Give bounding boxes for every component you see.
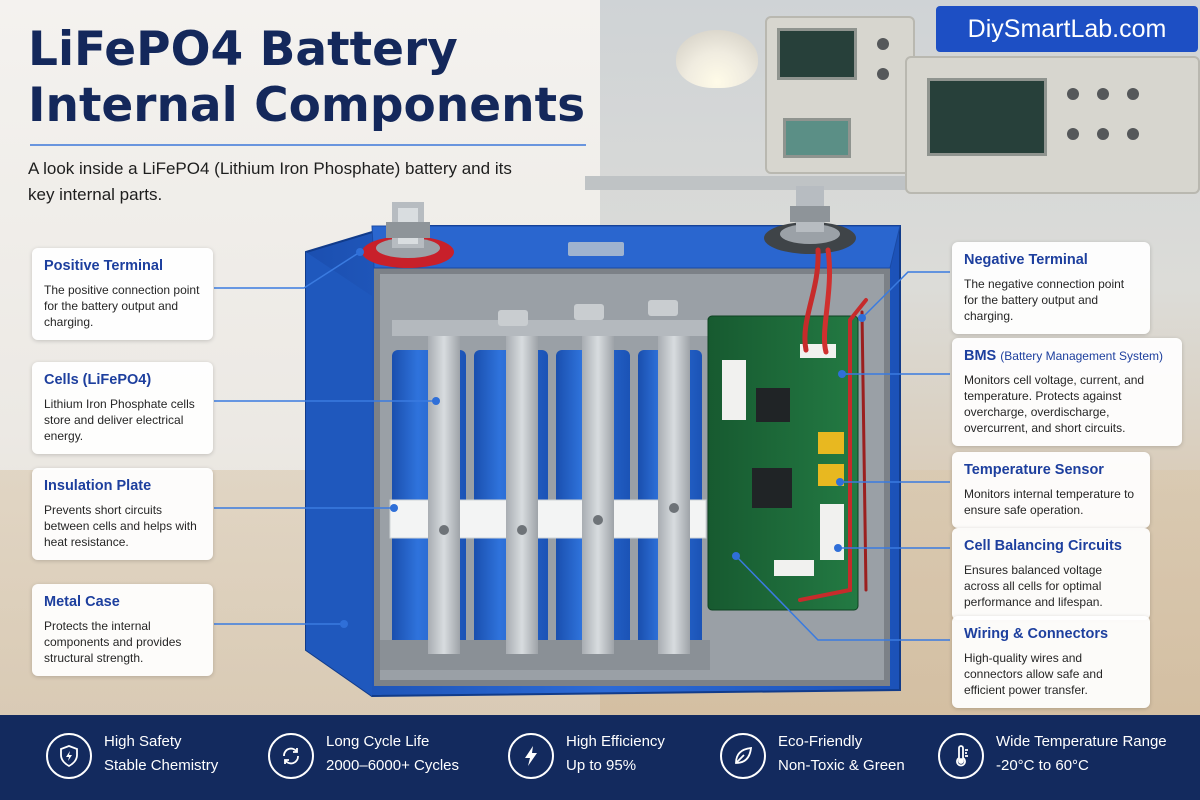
callout-title: BMS (Battery Management System) [964, 348, 1170, 364]
bms-title: BMS [964, 348, 997, 364]
callout-title: Metal Case [44, 594, 120, 610]
callout-text: Monitors internal temperature to ensure … [964, 487, 1135, 517]
page-title: LiFePO4 Battery Internal Components [28, 22, 608, 134]
title-divider [30, 144, 586, 146]
oscilloscope-right [905, 56, 1200, 194]
callout-title: Positive Terminal [44, 258, 163, 274]
feature-title: High Efficiency [566, 733, 665, 750]
callout-title: Temperature Sensor [964, 462, 1104, 478]
callout-metal-case: Metal Case Protects the internal compone… [32, 584, 213, 676]
feature-title: Long Cycle Life [326, 733, 430, 750]
callout-text: The positive connection point for the ba… [44, 283, 200, 329]
feature-detail: -20°C to 60°C [996, 757, 1089, 774]
callout-bms: BMS (Battery Management System) Monitors… [952, 338, 1182, 446]
callout-text: Prevents short circuits between cells an… [44, 503, 197, 549]
callout-cell-balancing: Cell Balancing Circuits Ensures balanced… [952, 528, 1150, 620]
callout-text: Lithium Iron Phosphate cells store and d… [44, 397, 195, 443]
thermometer-icon [938, 733, 984, 779]
bms-title-suffix: (Battery Management System) [1000, 349, 1163, 363]
features-bar: High Safety Stable Chemistry Long Cycle … [0, 715, 1200, 800]
feature-detail: Non-Toxic & Green [778, 757, 905, 774]
brand-logo[interactable]: DiySmartLab.com [936, 6, 1198, 52]
leaf-icon [720, 733, 766, 779]
cycle-icon [268, 733, 314, 779]
subtitle: A look inside a LiFePO4 (Lithium Iron Ph… [28, 159, 512, 204]
lightning-icon [508, 733, 554, 779]
callout-title: Cells (LiFePO4) [44, 372, 152, 388]
callout-positive-terminal: Positive Terminal The positive connectio… [32, 248, 213, 340]
feature-detail: Up to 95% [566, 757, 637, 774]
callout-text: Monitors cell voltage, current, and temp… [964, 373, 1145, 435]
desk-lamp [676, 30, 758, 88]
callout-wiring-connectors: Wiring & Connectors High-quality wires a… [952, 616, 1150, 708]
callout-title: Insulation Plate [44, 478, 152, 494]
callout-text: The negative connection point for the ba… [964, 277, 1125, 323]
callout-text: High-quality wires and connectors allow … [964, 651, 1103, 697]
shield-icon [46, 733, 92, 779]
callout-title: Cell Balancing Circuits [964, 538, 1122, 554]
temperature-sensor-chip [818, 432, 844, 454]
callout-negative-terminal: Negative Terminal The negative connectio… [952, 242, 1150, 334]
feature-detail: 2000–6000+ Cycles [326, 757, 460, 774]
feature-detail: Stable Chemistry [104, 757, 219, 774]
feature-title: High Safety [104, 733, 182, 750]
callout-insulation-plate: Insulation Plate Prevents short circuits… [32, 468, 213, 560]
oscilloscope-left [765, 16, 915, 174]
bms-board [707, 315, 859, 611]
callout-title: Negative Terminal [964, 252, 1088, 268]
leader-lines [214, 251, 950, 641]
title-line-1: LiFePO4 Battery [28, 22, 458, 77]
wiring [798, 247, 868, 602]
positive-terminal [362, 202, 454, 268]
title-line-2: Internal Components [28, 78, 586, 133]
feature-title: Wide Temperature Range [996, 733, 1167, 750]
callout-text: Ensures balanced voltage across all cell… [964, 563, 1103, 609]
busbars [392, 300, 708, 654]
feature-title: Eco-Friendly [778, 733, 863, 750]
callout-cells: Cells (LiFePO4) Lithium Iron Phosphate c… [32, 362, 213, 454]
callout-text: Protects the internal components and pro… [44, 619, 182, 665]
negative-terminal [764, 186, 856, 254]
callout-temperature-sensor: Temperature Sensor Monitors internal tem… [952, 452, 1150, 528]
leader-dots [340, 248, 866, 628]
callout-title: Wiring & Connectors [964, 626, 1109, 642]
